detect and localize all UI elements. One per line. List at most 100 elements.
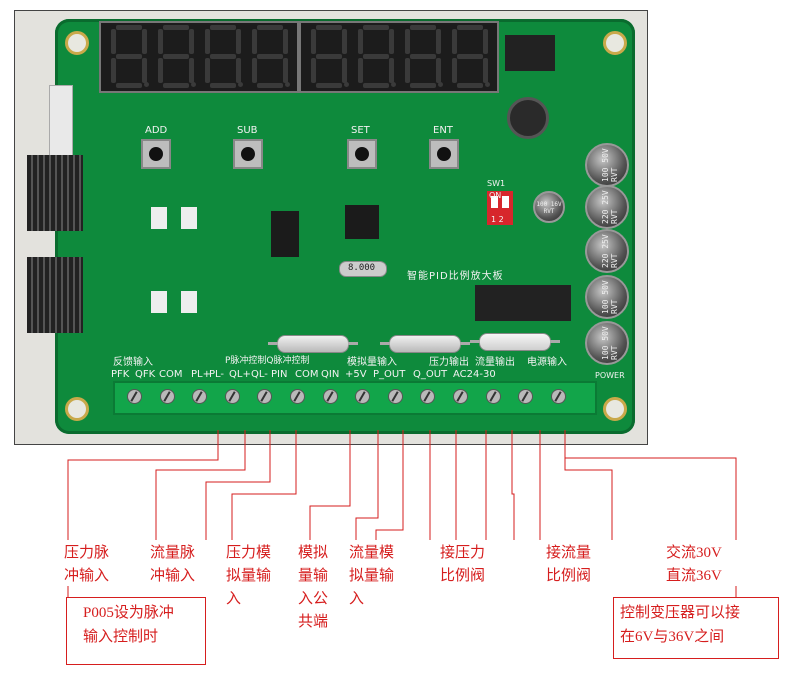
terminal-screw bbox=[127, 389, 142, 404]
annotation-line: 流量脉 bbox=[150, 545, 196, 561]
leader-line bbox=[231, 430, 297, 540]
annotation-line: 冲输入 bbox=[150, 568, 196, 584]
mounting-hole bbox=[603, 31, 627, 55]
capacitor-4-label: 100 50V RVT bbox=[601, 280, 619, 314]
terminal-screw bbox=[159, 389, 175, 404]
display-digit bbox=[156, 25, 196, 89]
annotation-pressure-valve: 接压力 比例阀 bbox=[440, 542, 485, 588]
transformer-note-line: 在6V与36V之间 bbox=[620, 629, 725, 645]
power-label: POWER bbox=[595, 371, 625, 380]
silk-power-input: 电源输入 bbox=[527, 357, 567, 368]
add-button-label: ADD bbox=[145, 125, 168, 136]
annotation-pressure-analog: 压力模 拟量输 入 bbox=[226, 542, 271, 611]
terminal-label: QL- bbox=[251, 369, 268, 380]
terminal-screw bbox=[322, 389, 338, 404]
transformer-note-line: 控制变压器可以接 bbox=[620, 605, 741, 621]
annotation-line: 流量模 bbox=[349, 545, 395, 561]
heatsink-top bbox=[27, 155, 83, 231]
heatsink-bottom bbox=[27, 257, 83, 333]
terminal-label: +5V bbox=[345, 369, 367, 380]
leader-line bbox=[355, 430, 379, 540]
dip-switch-state: ON bbox=[489, 191, 502, 200]
board-name: 智能PID比例放大板 bbox=[407, 271, 504, 282]
terminal-screw bbox=[518, 389, 534, 404]
capacitor-5: 100 50V RVT bbox=[585, 321, 629, 365]
display-right bbox=[299, 21, 499, 93]
terminal-block bbox=[113, 381, 597, 415]
capacitor-1-label: 100 50V RVT bbox=[601, 148, 619, 182]
annotation-line: 入 bbox=[349, 591, 365, 607]
fuse bbox=[470, 333, 560, 351]
terminal-label: PIN bbox=[271, 369, 288, 380]
annotation-flow-analog: 流量模 拟量输 入 bbox=[349, 542, 394, 611]
set-button bbox=[347, 139, 377, 169]
optocoupler bbox=[181, 207, 197, 229]
pulse-note-line: P005设为脉冲 bbox=[83, 605, 174, 621]
mcu-chip bbox=[345, 205, 379, 239]
silk-pulse-control: P脉冲控制Q脉冲控制 bbox=[225, 356, 310, 366]
dip-switch bbox=[487, 191, 513, 225]
ic-u4 bbox=[271, 211, 299, 257]
terminal-label: AC24-30 bbox=[453, 369, 496, 380]
voltage-regulator bbox=[505, 35, 555, 71]
display-digit bbox=[203, 25, 243, 89]
optocoupler bbox=[151, 207, 167, 229]
terminal-screw bbox=[355, 389, 371, 404]
left-connector bbox=[49, 85, 73, 157]
power-resistor bbox=[380, 335, 470, 353]
annotation-line: 接压力 bbox=[440, 545, 486, 561]
display-digit bbox=[356, 25, 396, 89]
terminal-screw bbox=[453, 389, 468, 404]
dip-switch-label: SW1 bbox=[487, 179, 506, 188]
mounting-hole bbox=[603, 397, 627, 421]
terminal-label: QL+ bbox=[229, 369, 251, 380]
transformer-note-box: 控制变压器可以接 在6V与36V之间 bbox=[613, 597, 779, 659]
terminal-screw bbox=[192, 389, 208, 404]
crystal-label: 8.000 bbox=[348, 263, 376, 273]
annotation-line: 冲输入 bbox=[64, 568, 110, 584]
leader-line bbox=[511, 430, 515, 540]
display-left bbox=[99, 21, 299, 93]
small-capacitor-label: 100 16V RVT bbox=[536, 201, 562, 215]
terminal-screw bbox=[420, 389, 436, 404]
leader-line bbox=[375, 430, 404, 540]
crystal: 8.000 bbox=[339, 261, 387, 277]
annotation-line: 入公 bbox=[298, 591, 329, 607]
capacitor-5-label: 100 50V RVT bbox=[601, 326, 619, 360]
board-photo: ADD SUB SET ENT 8.000 智能PID比例放大板 ON SW1 … bbox=[14, 10, 648, 445]
add-button bbox=[141, 139, 171, 169]
annotation-line: 比例阀 bbox=[546, 568, 592, 584]
silk-pressure-output: 压力输出 bbox=[429, 357, 469, 368]
silk-flow-output: 流量输出 bbox=[475, 357, 515, 368]
mounting-hole bbox=[65, 31, 89, 55]
capacitor-3-label: 220 25V RVT bbox=[601, 234, 619, 268]
sub-button-label: SUB bbox=[237, 125, 258, 136]
annotation-line: 接流量 bbox=[546, 545, 592, 561]
set-button-label: SET bbox=[351, 125, 370, 136]
annotation-line: 比例阀 bbox=[440, 568, 486, 584]
capacitor-2-label: 220 25V RVT bbox=[601, 190, 619, 224]
annotation-line: 模拟 bbox=[298, 545, 329, 561]
annotation-line: 拟量输 bbox=[349, 568, 395, 584]
ent-button-label: ENT bbox=[433, 125, 453, 136]
terminal-screw bbox=[485, 389, 501, 404]
annotation-power-spec: 交流30V 直流36V bbox=[666, 542, 722, 588]
annotation-pressure-pulse: 压力脉 冲输入 bbox=[64, 542, 109, 588]
annotation-line: 交流30V bbox=[666, 545, 722, 561]
annotation-line: 直流36V bbox=[666, 568, 722, 584]
display-digit bbox=[309, 25, 349, 89]
terminal-label: QIN bbox=[321, 369, 340, 380]
terminal-label: COM bbox=[295, 369, 319, 380]
terminal-label: PL+ bbox=[191, 369, 211, 380]
annotation-flow-pulse: 流量脉 冲输入 bbox=[150, 542, 195, 588]
terminal-screw bbox=[224, 389, 240, 404]
capacitor-2: 220 25V RVT bbox=[585, 185, 629, 229]
leader-line bbox=[205, 430, 271, 540]
small-capacitor: 100 16V RVT bbox=[533, 191, 565, 223]
power-inductor bbox=[507, 97, 549, 139]
pulse-note-box: P005设为脉冲 输入控制时 bbox=[66, 597, 206, 665]
silk-analog-input: 模拟量输入 bbox=[347, 357, 397, 368]
annotation-line: 拟量输 bbox=[226, 568, 272, 584]
terminal-screw bbox=[550, 389, 566, 404]
terminal-label: Q_OUT bbox=[413, 369, 448, 380]
